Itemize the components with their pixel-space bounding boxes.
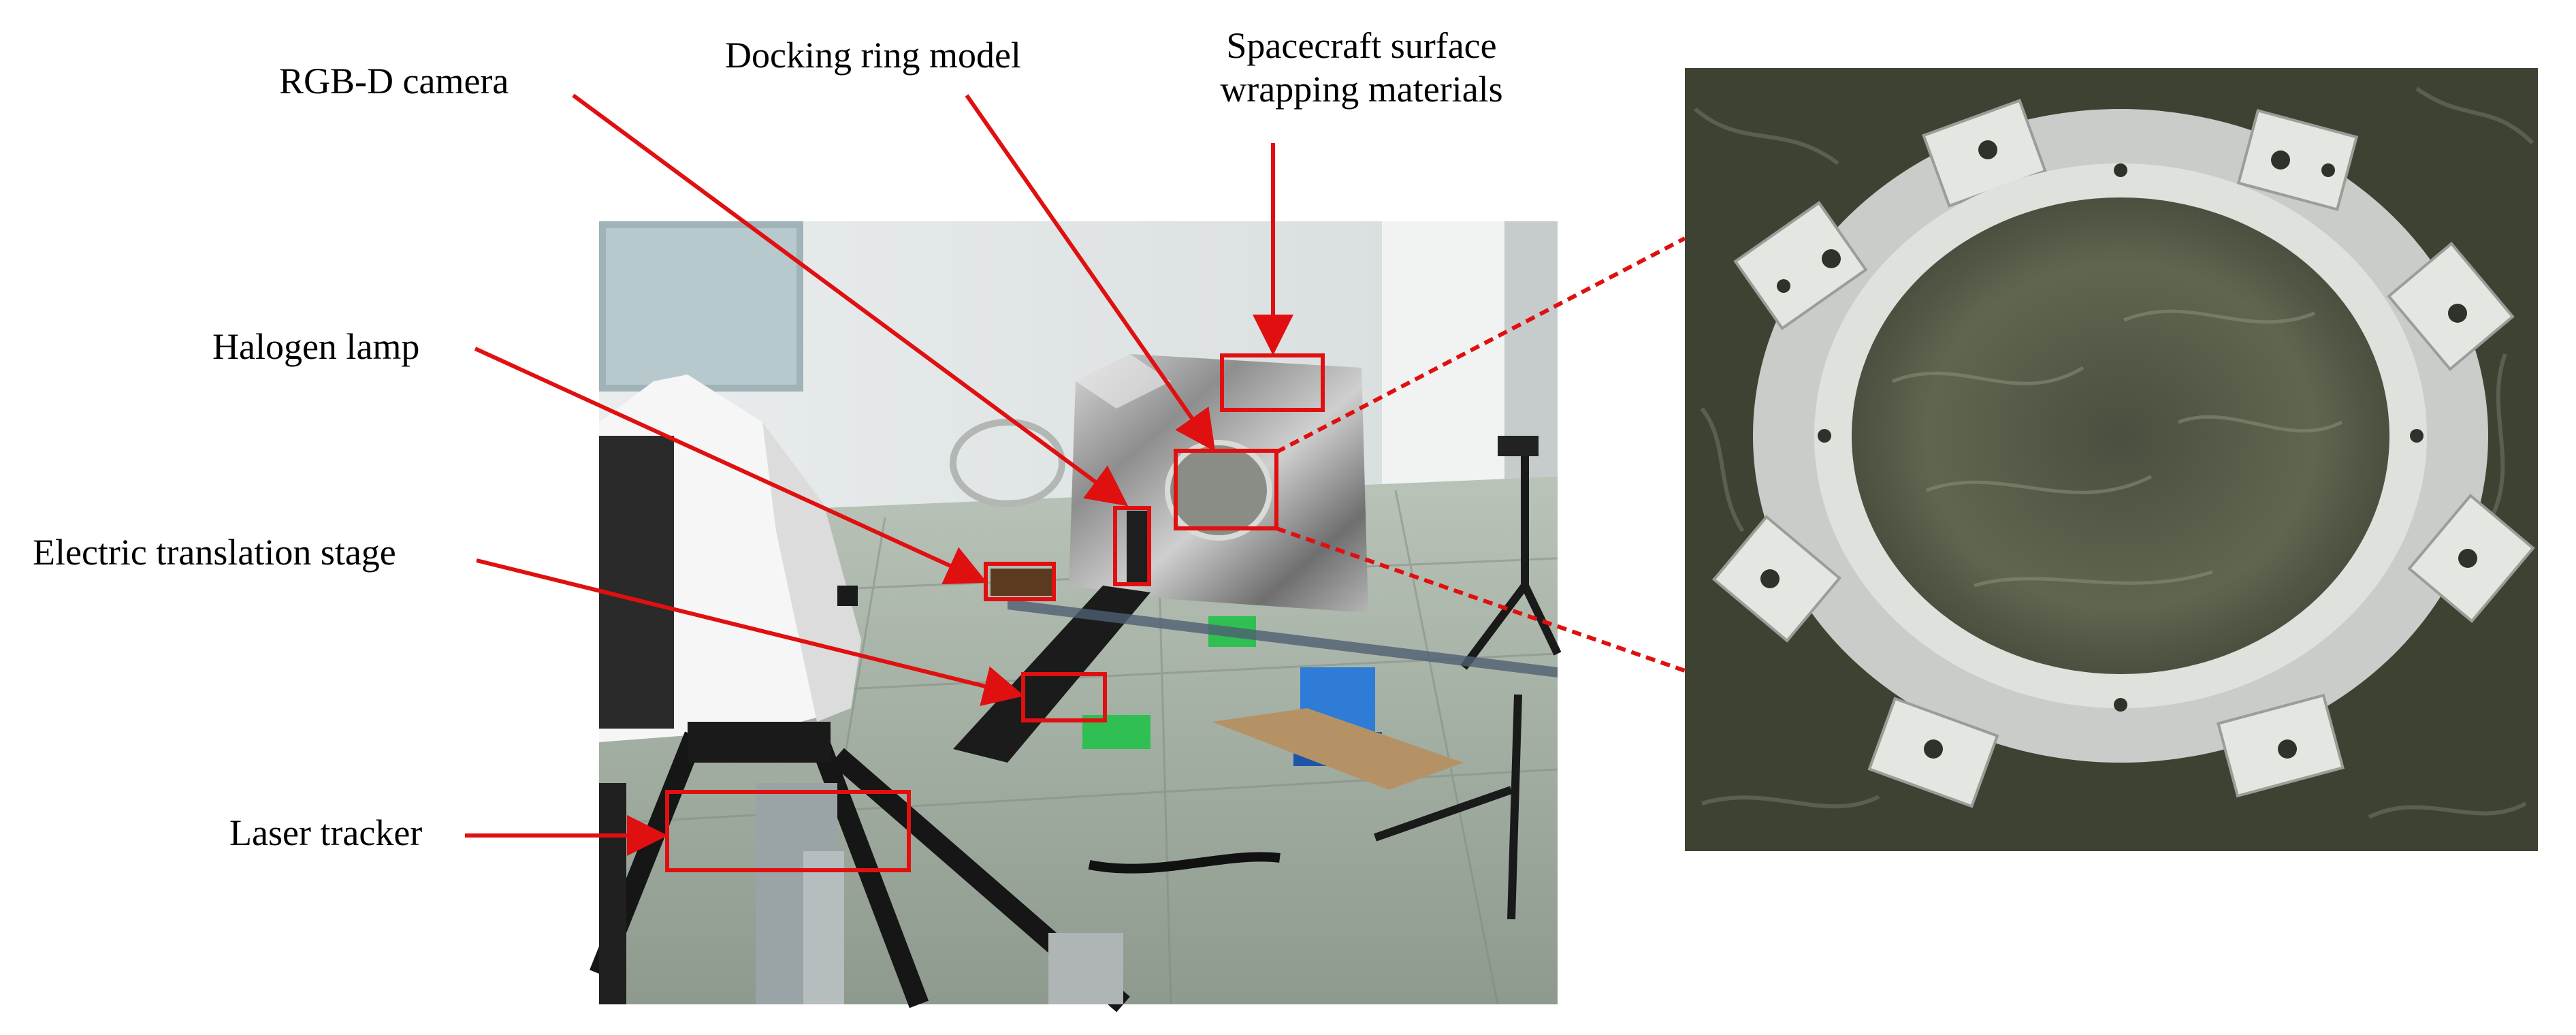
box-rgbd-camera xyxy=(1113,506,1151,586)
arrow-translation-stage xyxy=(476,558,1025,706)
label-laser-tracker: Laser tracker xyxy=(229,812,423,853)
arrow-docking-ring xyxy=(965,94,1216,452)
label-docking-ring-model: Docking ring model xyxy=(725,35,1021,76)
box-spacecraft-wrapping xyxy=(1220,353,1325,412)
zoom-connector-lines xyxy=(1275,236,1686,673)
zoom-line-top xyxy=(1275,236,1686,454)
annotation-arrows xyxy=(465,93,1293,856)
label-halogen-lamp: Halogen lamp xyxy=(212,326,420,367)
label-spacecraft-wrapping: Spacecraft surface wrapping materials xyxy=(1185,25,1539,111)
arrow-halogen-lamp xyxy=(474,347,988,585)
label-rgbd-camera: RGB-D camera xyxy=(279,61,509,101)
label-spacecraft-wrapping-line1: Spacecraft surface xyxy=(1226,25,1497,66)
arrow-rgbd-camera xyxy=(572,93,1129,507)
label-electric-translation-stage: Electric translation stage xyxy=(33,532,396,573)
label-spacecraft-wrapping-line2: wrapping materials xyxy=(1220,68,1503,110)
lab-photo xyxy=(590,221,1562,1013)
docking-ring-closeup-photo xyxy=(1685,68,2538,851)
box-docking-ring xyxy=(1174,449,1278,530)
zoom-line-bottom xyxy=(1276,526,1686,673)
